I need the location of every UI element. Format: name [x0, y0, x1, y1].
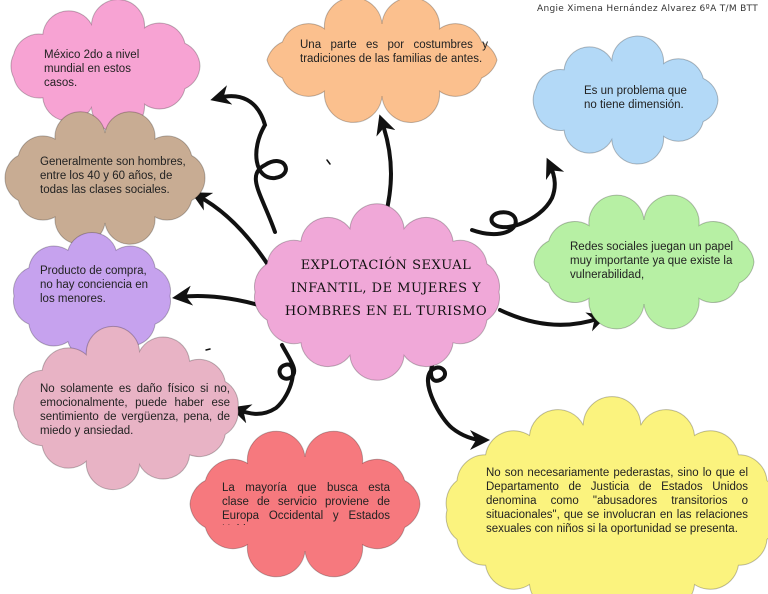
cloud-hombres: [4, 111, 206, 245]
arrow-to-redes: [498, 308, 608, 332]
cloud-shapes: [4, 0, 768, 594]
cloud-dimension: [532, 35, 719, 165]
cloud-mexico: [10, 0, 201, 133]
node-dimension-text: Es un problema que no tiene dimensión.: [584, 85, 687, 112]
arrow-to-dano: [230, 343, 297, 424]
cloud-mayoria: [189, 430, 421, 578]
node-costumbres-text: Una parte es por costumbres y tradicione…: [300, 39, 488, 66]
node-hombres-text: Generalmente son hombres, entre los 40 y…: [40, 156, 186, 197]
node-mexico-text: México 2do a nivel mundial en estos caso…: [44, 49, 140, 90]
node-mayoria-text: La mayoría que busca esta clase de servi…: [222, 482, 390, 525]
stray-mark: [205, 348, 211, 351]
cloud-dano: [13, 325, 239, 491]
cloud-pederastas: [445, 396, 768, 594]
node-dano-text: No solamente es daño físico si no, emoci…: [40, 383, 230, 438]
cloud-redes: [533, 194, 755, 330]
stray-mark: [326, 159, 331, 165]
arrow-to-dimension: [470, 157, 565, 236]
cloud-central: [254, 203, 500, 381]
arrow-to-mexico: [210, 85, 288, 234]
central-topic-title: Explotación sexual infantil, de mujeres …: [284, 258, 488, 319]
arrow-to-costumbres: [376, 114, 396, 220]
arrow-to-compra: [172, 285, 264, 308]
cloud-costumbres: [266, 0, 498, 123]
node-compra-text: Producto de compra, no hay conciencia en…: [40, 265, 149, 306]
author-name: Angie Ximena Hernández Alvarez 6ºA T/M B…: [536, 4, 758, 14]
arrow-to-pederastas: [426, 348, 490, 450]
node-redes-text: Redes sociales juegan un papel muy impor…: [570, 241, 734, 282]
arrow-to-hombres: [190, 192, 272, 270]
node-pederastas-text: No son necesariamente pederastas, sino l…: [486, 467, 748, 536]
